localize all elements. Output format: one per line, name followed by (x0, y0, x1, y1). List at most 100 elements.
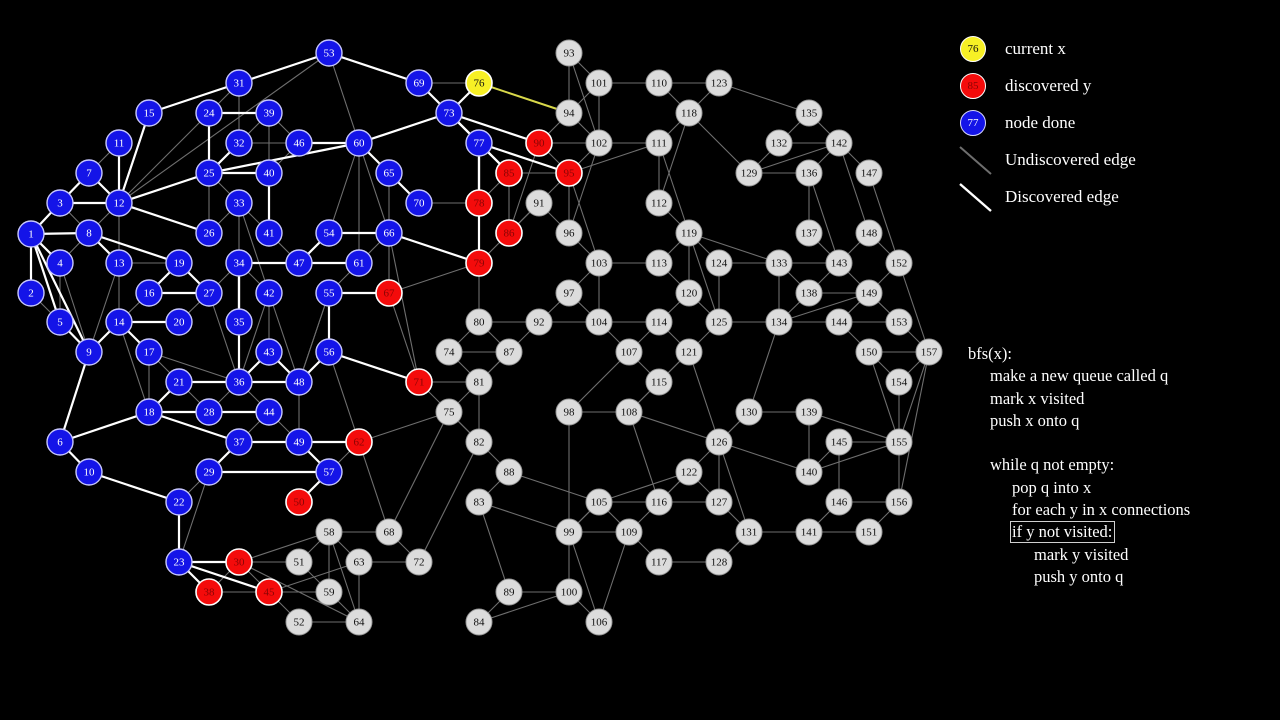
graph-node[interactable]: 27 (195, 279, 223, 307)
graph-node[interactable]: 12 (105, 189, 133, 217)
graph-node-circle[interactable] (165, 488, 193, 516)
graph-node[interactable]: 106 (585, 608, 613, 636)
graph-node-circle[interactable] (495, 159, 523, 187)
graph-node-circle[interactable] (435, 99, 463, 127)
graph-node[interactable]: 37 (225, 428, 253, 456)
graph-node-circle[interactable] (17, 279, 45, 307)
graph-node[interactable]: 156 (885, 488, 913, 516)
graph-node-circle[interactable] (795, 219, 823, 247)
graph-node-circle[interactable] (465, 189, 493, 217)
graph-node-circle[interactable] (585, 608, 613, 636)
graph-node-circle[interactable] (255, 338, 283, 366)
graph-node[interactable]: 145 (825, 428, 853, 456)
graph-node[interactable]: 137 (795, 219, 823, 247)
graph-node-circle[interactable] (165, 249, 193, 277)
graph-node-circle[interactable] (795, 518, 823, 546)
graph-node-circle[interactable] (465, 69, 493, 97)
graph-node-circle[interactable] (825, 428, 853, 456)
graph-node[interactable]: 1 (17, 220, 45, 248)
graph-node[interactable]: 14 (105, 308, 133, 336)
graph-node[interactable]: 84 (465, 608, 493, 636)
graph-node-circle[interactable] (705, 69, 733, 97)
graph-node[interactable]: 73 (435, 99, 463, 127)
graph-node[interactable]: 6 (46, 428, 74, 456)
graph-node[interactable]: 115 (645, 368, 673, 396)
graph-node-circle[interactable] (375, 219, 403, 247)
graph-node-circle[interactable] (255, 578, 283, 606)
graph-node-circle[interactable] (195, 99, 223, 127)
graph-node-circle[interactable] (585, 249, 613, 277)
graph-node[interactable]: 52 (285, 608, 313, 636)
graph-node-circle[interactable] (675, 99, 703, 127)
graph-node-circle[interactable] (315, 219, 343, 247)
graph-node-circle[interactable] (315, 279, 343, 307)
node-layer[interactable]: 5152585963646872747580818283848788899192… (17, 39, 943, 636)
graph-node[interactable]: 119 (675, 219, 703, 247)
graph-node-circle[interactable] (405, 189, 433, 217)
graph-node-circle[interactable] (855, 219, 883, 247)
graph-node-circle[interactable] (255, 99, 283, 127)
graph-node-circle[interactable] (315, 458, 343, 486)
graph-node[interactable]: 25 (195, 159, 223, 187)
graph-node[interactable]: 21 (165, 368, 193, 396)
graph-node[interactable]: 29 (195, 458, 223, 486)
graph-node-circle[interactable] (345, 548, 373, 576)
graph-node[interactable]: 42 (255, 279, 283, 307)
graph-node[interactable]: 39 (255, 99, 283, 127)
graph-node-circle[interactable] (885, 428, 913, 456)
graph-node-circle[interactable] (285, 488, 313, 516)
graph-node-circle[interactable] (285, 368, 313, 396)
graph-node-circle[interactable] (225, 428, 253, 456)
graph-node[interactable]: 59 (315, 578, 343, 606)
graph-node[interactable]: 7 (75, 159, 103, 187)
graph-node-circle[interactable] (795, 99, 823, 127)
graph-node-circle[interactable] (75, 338, 103, 366)
graph-node-circle[interactable] (495, 578, 523, 606)
graph-node-circle[interactable] (825, 129, 853, 157)
graph-node[interactable]: 11 (105, 129, 133, 157)
graph-node[interactable]: 102 (585, 129, 613, 157)
graph-node-circle[interactable] (885, 249, 913, 277)
graph-node[interactable]: 19 (165, 249, 193, 277)
graph-node[interactable]: 103 (585, 249, 613, 277)
graph-node-circle[interactable] (405, 548, 433, 576)
graph-node[interactable]: 124 (705, 249, 733, 277)
graph-node[interactable]: 112 (645, 189, 673, 217)
graph-node[interactable]: 74 (435, 338, 463, 366)
graph-node-circle[interactable] (555, 99, 583, 127)
graph-node-circle[interactable] (195, 458, 223, 486)
graph-node[interactable]: 3 (46, 189, 74, 217)
graph-node[interactable]: 87 (495, 338, 523, 366)
graph-node-circle[interactable] (615, 338, 643, 366)
graph-node-circle[interactable] (105, 308, 133, 336)
graph-node-circle[interactable] (465, 368, 493, 396)
graph-node-circle[interactable] (105, 249, 133, 277)
graph-node[interactable]: 45 (255, 578, 283, 606)
graph-node[interactable]: 62 (345, 428, 373, 456)
graph-node[interactable]: 88 (495, 458, 523, 486)
graph-node-circle[interactable] (255, 398, 283, 426)
graph-node-circle[interactable] (105, 129, 133, 157)
graph-node[interactable]: 18 (135, 398, 163, 426)
graph-node-circle[interactable] (46, 189, 74, 217)
graph-node[interactable]: 113 (645, 249, 673, 277)
graph-node-circle[interactable] (195, 398, 223, 426)
graph-node-circle[interactable] (465, 129, 493, 157)
graph-node-circle[interactable] (705, 308, 733, 336)
graph-node[interactable]: 93 (555, 39, 583, 67)
graph-node[interactable]: 138 (795, 279, 823, 307)
graph-node[interactable]: 143 (825, 249, 853, 277)
graph-node[interactable]: 133 (765, 249, 793, 277)
graph-node[interactable]: 117 (645, 548, 673, 576)
graph-node[interactable]: 89 (495, 578, 523, 606)
graph-node-circle[interactable] (135, 338, 163, 366)
graph-node[interactable]: 94 (555, 99, 583, 127)
graph-node[interactable]: 148 (855, 219, 883, 247)
graph-node[interactable]: 97 (555, 279, 583, 307)
graph-node[interactable]: 43 (255, 338, 283, 366)
graph-node-circle[interactable] (555, 39, 583, 67)
graph-node[interactable]: 50 (285, 488, 313, 516)
graph-node-circle[interactable] (165, 308, 193, 336)
graph-node[interactable]: 92 (525, 308, 553, 336)
graph-node[interactable]: 60 (345, 129, 373, 157)
